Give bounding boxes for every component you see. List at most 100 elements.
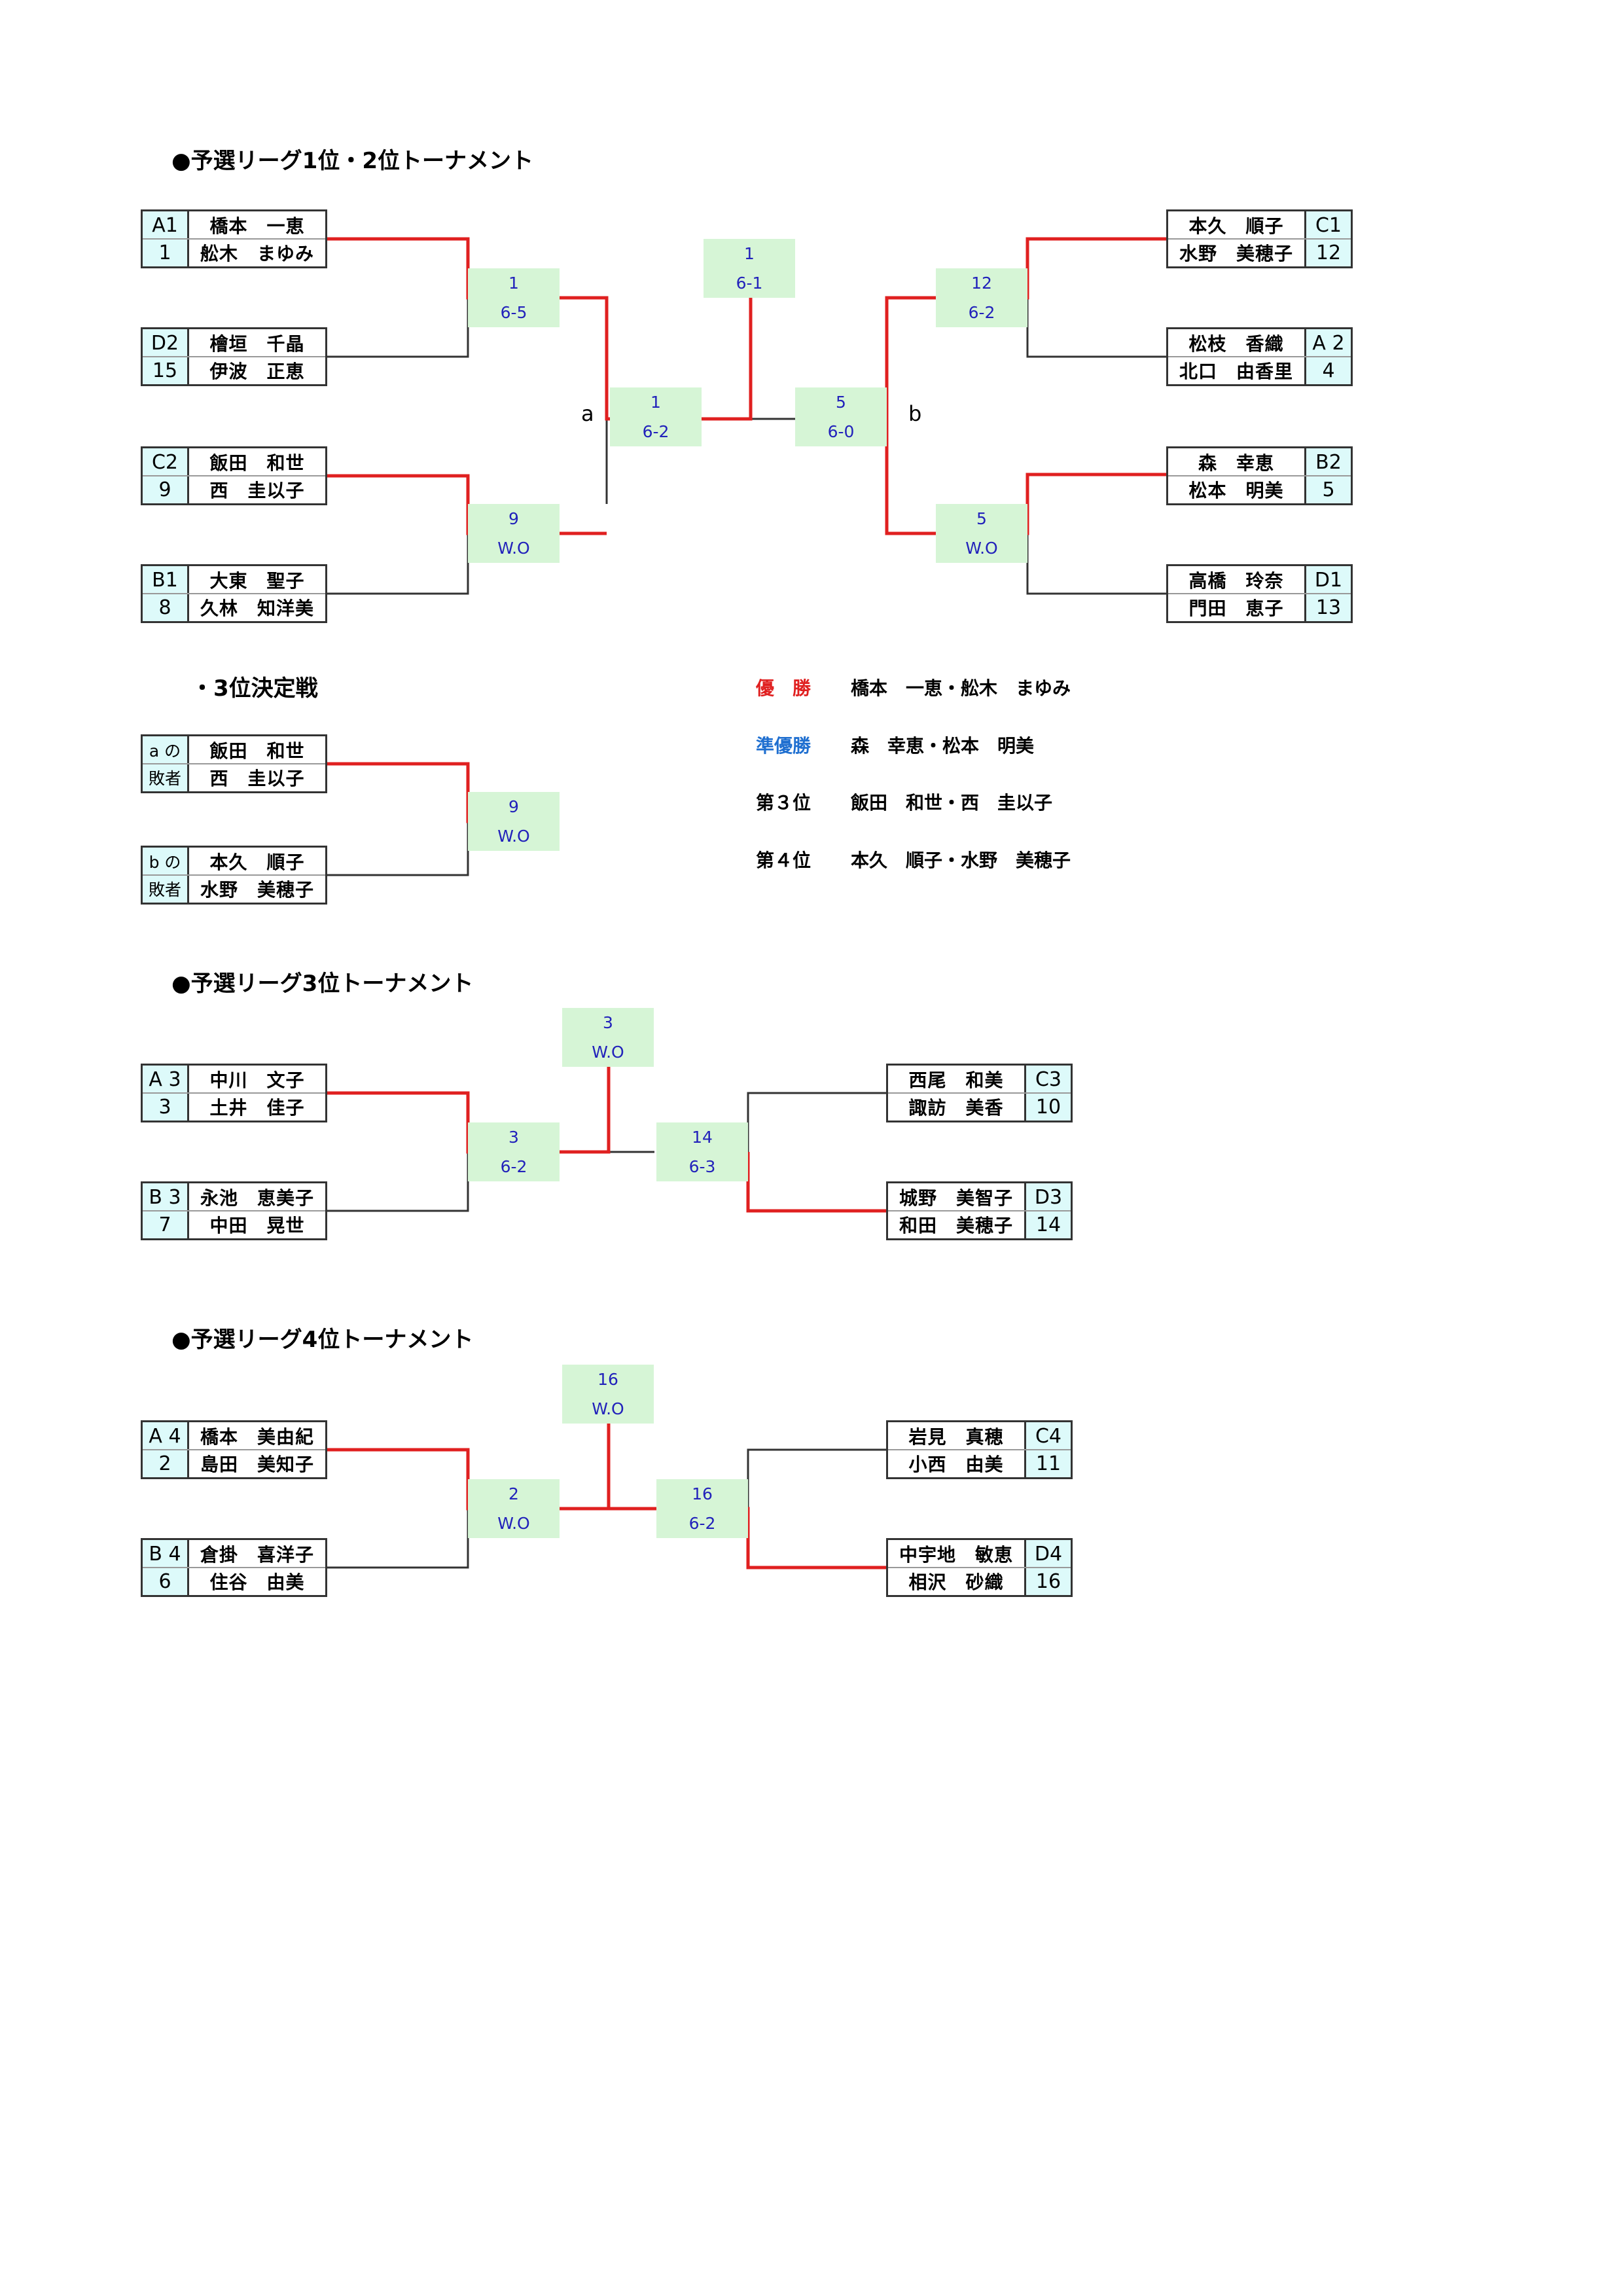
entry-code: A 2 — [1306, 329, 1351, 357]
score-winner: 3 — [603, 1013, 613, 1032]
entry-seed: 10 — [1026, 1093, 1071, 1121]
entry-code: B 3 — [143, 1183, 187, 1211]
entry-player-1: 西尾 和美 — [908, 1069, 1004, 1091]
entry-code: B2 — [1306, 448, 1351, 476]
score-winner: 2 — [508, 1484, 519, 1503]
score-winner: 12 — [971, 274, 992, 293]
entry-player-2: 門田 恵子 — [1188, 598, 1284, 619]
score-result: W.O — [497, 539, 530, 558]
entry-player-1: 橋本 美由紀 — [200, 1426, 314, 1448]
result-names: 森 幸恵・松本 明美 — [851, 735, 1035, 757]
entry-player-1: 岩見 真穂 — [908, 1426, 1004, 1448]
score-result: W.O — [497, 1514, 530, 1533]
result-label: 優 勝 — [756, 677, 812, 699]
entry-seed: 5 — [1306, 476, 1351, 503]
entry-player-2: 小西 由美 — [908, 1454, 1004, 1475]
entry-player-1: 飯田 和世 — [209, 452, 305, 474]
entry-code: D3 — [1026, 1183, 1071, 1211]
section-title-third-place: ・3位決定戦 — [191, 675, 318, 702]
entry-player-1: 城野 美智子 — [899, 1187, 1013, 1209]
entry-code: D4 — [1026, 1540, 1071, 1568]
entry-code: D1 — [1306, 566, 1351, 594]
entry-seed: 8 — [143, 594, 187, 621]
score-box-final: 1 6-1 — [704, 239, 795, 298]
entry-seed: 4 — [1306, 357, 1351, 384]
entry-player-2: 住谷 由美 — [209, 1571, 305, 1593]
score-winner: 1 — [744, 244, 755, 263]
score-winner: 9 — [508, 509, 519, 528]
score-result: 6-0 — [827, 422, 855, 441]
entry-seed: 2 — [143, 1450, 187, 1477]
entry-code: C3 — [1026, 1066, 1071, 1093]
entry-seed: 敗者 — [143, 875, 187, 903]
entry-player-2: 西 圭以子 — [209, 480, 305, 501]
score-winner: 9 — [508, 797, 519, 816]
entry-player-1: 松枝 香織 — [1188, 333, 1284, 355]
result-names: 橋本 一恵・舩木 まゆみ — [851, 677, 1071, 699]
entry-player-2: 中田 晃世 — [209, 1215, 305, 1236]
entry-player-1: 本久 順子 — [1188, 215, 1284, 237]
entry-player-2: 諏訪 美香 — [908, 1097, 1004, 1119]
result-third: 第３位 飯田 和世・西 圭以子 — [756, 792, 1052, 814]
score-result: 6-1 — [736, 274, 763, 293]
entry-player-2: 北口 由香里 — [1179, 361, 1293, 382]
result-names: 飯田 和世・西 圭以子 — [851, 792, 1053, 814]
entry-player-1: 飯田 和世 — [209, 740, 305, 762]
score-result: 6-5 — [500, 303, 527, 322]
score-result: 6-2 — [968, 303, 995, 322]
score-winner: 14 — [692, 1128, 713, 1147]
score-box-r1-left-top: 1 6-5 — [468, 268, 560, 327]
entry-player-1: 森 幸恵 — [1198, 452, 1274, 474]
entry-seed: 15 — [143, 357, 187, 384]
result-label: 準優勝 — [756, 735, 812, 757]
entry-player-2: 水野 美穂子 — [200, 879, 314, 901]
score-winner: 1 — [651, 393, 661, 412]
score-result: 6-2 — [500, 1157, 527, 1176]
result-label: 第３位 — [756, 792, 812, 814]
entry-player-1: 橋本 一恵 — [209, 215, 305, 237]
score-winner: 3 — [508, 1128, 519, 1147]
entry-code: A1 — [143, 211, 187, 239]
entry-code: C1 — [1306, 211, 1351, 239]
entry-player-2: 土井 佳子 — [209, 1097, 305, 1119]
entry-code: b の — [143, 848, 187, 875]
entry-code: A 3 — [143, 1066, 187, 1093]
entry-code: D2 — [143, 329, 187, 357]
entry-loser-a: a の敗者飯田 和世西 圭以子 — [141, 734, 327, 793]
entry-player-2: 松本 明美 — [1188, 480, 1284, 501]
entry-code: B1 — [143, 566, 187, 594]
entry-seed: 9 — [143, 476, 187, 503]
result-champion: 優 勝 橋本 一恵・舩木 まゆみ — [756, 677, 1071, 700]
score-winner: 1 — [508, 274, 519, 293]
score-box-semifinal-right: 5 6-0 — [795, 387, 887, 446]
score-winner: 16 — [597, 1370, 618, 1389]
score-result: W.O — [592, 1043, 624, 1062]
entry-seed: 6 — [143, 1568, 187, 1595]
entry-player-1: 永池 恵美子 — [200, 1187, 314, 1209]
entry-seed: 敗者 — [143, 764, 187, 791]
bracket-label-a: a — [581, 401, 594, 426]
entry-player-2: 相沢 砂織 — [908, 1571, 1004, 1593]
score-winner: 16 — [692, 1484, 713, 1503]
entry-code: C2 — [143, 448, 187, 476]
score-winner: 5 — [836, 393, 846, 412]
entry-player-2: 久林 知洋美 — [200, 598, 314, 619]
result-names: 本久 順子・水野 美穂子 — [851, 850, 1071, 871]
entry-seed: 12 — [1306, 239, 1351, 266]
score-box-league3-left: 3 6-2 — [468, 1122, 560, 1181]
entry-code: C4 — [1026, 1422, 1071, 1450]
